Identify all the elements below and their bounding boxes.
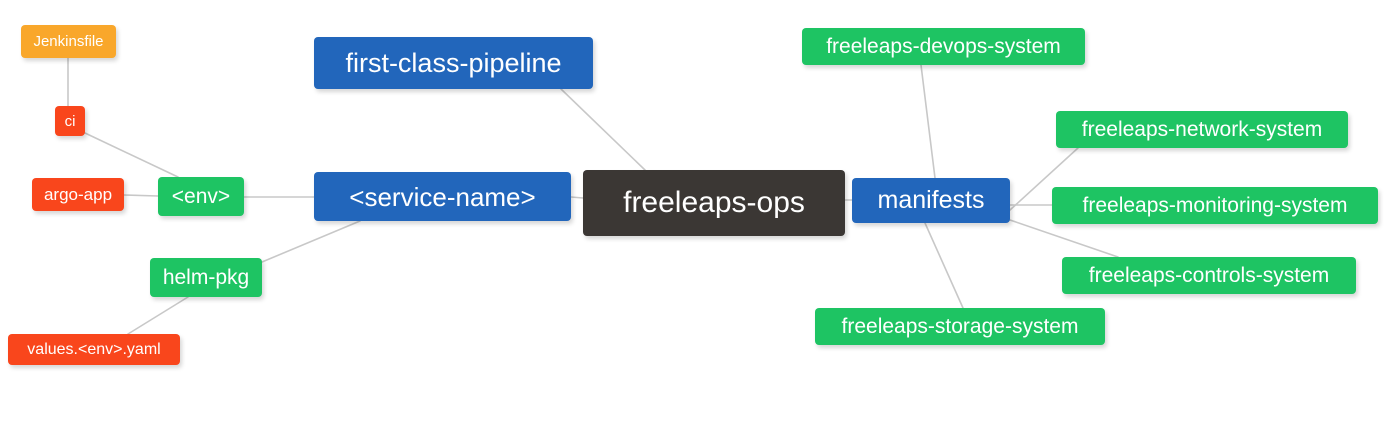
edge-manifests-to-freeleaps-devops-system bbox=[920, 64, 936, 179]
mindmap-node-freeleaps-network-system[interactable]: freeleaps-network-system bbox=[1056, 111, 1348, 148]
edge-freeleaps-ops-to-first-class-pipeline bbox=[560, 88, 646, 171]
mindmap-node-service-name[interactable]: <service-name> bbox=[314, 172, 571, 221]
mindmap-node-label-freeleaps-network-system: freeleaps-network-system bbox=[1081, 118, 1323, 141]
mindmap-node-label-argo-app: argo-app bbox=[43, 185, 113, 204]
mindmap-node-label-Jenkinsfile: Jenkinsfile bbox=[33, 33, 104, 50]
mindmap-node-ci[interactable]: ci bbox=[55, 106, 85, 136]
edge-manifests-to-freeleaps-storage-system bbox=[924, 222, 964, 309]
mindmap-node-label-service-name: <service-name> bbox=[349, 181, 536, 212]
mindmap-node-freeleaps-controls-system[interactable]: freeleaps-controls-system bbox=[1062, 257, 1356, 294]
mindmap-node-env[interactable]: <env> bbox=[158, 177, 244, 216]
mindmap-node-manifests[interactable]: manifests bbox=[852, 178, 1010, 223]
edge-env-to-ci bbox=[84, 132, 179, 178]
mindmap-node-first-class-pipeline[interactable]: first-class-pipeline bbox=[314, 37, 593, 89]
mindmap-node-freeleaps-storage-system[interactable]: freeleaps-storage-system bbox=[815, 308, 1105, 345]
edge-manifests-to-freeleaps-controls-system bbox=[1009, 219, 1119, 258]
mindmap-node-label-freeleaps-controls-system: freeleaps-controls-system bbox=[1088, 264, 1330, 287]
mindmap-node-freeleaps-monitoring-system[interactable]: freeleaps-monitoring-system bbox=[1052, 187, 1378, 224]
mindmap-node-label-ci: ci bbox=[64, 112, 76, 130]
edge-env-to-argo-app bbox=[123, 194, 159, 197]
mindmap-node-label-values-env-yaml: values.<env>.yaml bbox=[27, 340, 161, 358]
mindmap-node-Jenkinsfile[interactable]: Jenkinsfile bbox=[21, 25, 116, 58]
mindmap-node-label-freeleaps-storage-system: freeleaps-storage-system bbox=[841, 315, 1079, 338]
edge-freeleaps-ops-to-service-name bbox=[570, 196, 584, 199]
edge-service-name-to-helm-pkg bbox=[261, 220, 361, 263]
mindmap-node-values-env-yaml[interactable]: values.<env>.yaml bbox=[8, 334, 180, 365]
mindmap-node-helm-pkg[interactable]: helm-pkg bbox=[150, 258, 262, 297]
mindmap-node-argo-app[interactable]: argo-app bbox=[32, 178, 124, 211]
mindmap-node-label-freeleaps-ops: freeleaps-ops bbox=[623, 186, 805, 219]
mindmap-node-freeleaps-ops[interactable]: freeleaps-ops bbox=[583, 170, 845, 236]
edge-helm-pkg-to-values-env-yaml bbox=[127, 296, 189, 335]
mindmap-node-label-freeleaps-monitoring-system: freeleaps-monitoring-system bbox=[1082, 194, 1348, 217]
mindmap-node-label-freeleaps-devops-system: freeleaps-devops-system bbox=[826, 35, 1061, 58]
mindmap-node-freeleaps-devops-system[interactable]: freeleaps-devops-system bbox=[802, 28, 1085, 65]
mindmap-node-label-first-class-pipeline: first-class-pipeline bbox=[345, 47, 562, 78]
mindmap-node-label-helm-pkg: helm-pkg bbox=[162, 266, 250, 289]
mindmap-node-label-env: <env> bbox=[171, 185, 231, 208]
mindmap-node-label-manifests: manifests bbox=[877, 186, 985, 214]
